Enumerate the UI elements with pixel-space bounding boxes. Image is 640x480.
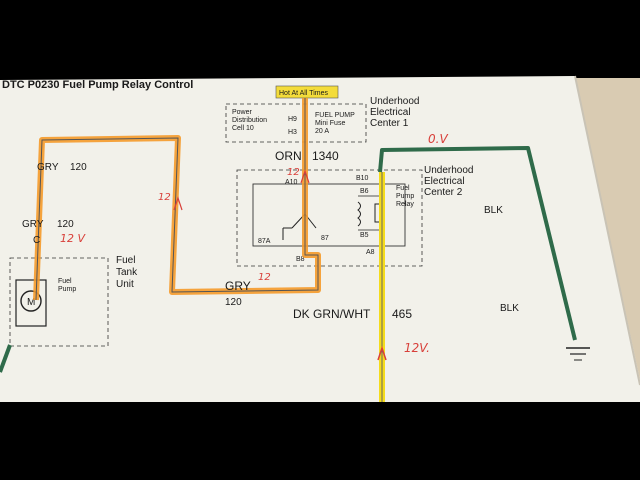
fuse-line3: 20 A xyxy=(315,128,329,135)
center2-line3: Center 2 xyxy=(424,187,463,198)
paper-edge xyxy=(574,75,640,386)
center2-box xyxy=(236,169,423,267)
wire-orn: ORN xyxy=(275,149,302,163)
note-12-c: 12 xyxy=(258,272,271,283)
note-12-a: 12 xyxy=(287,167,300,178)
wire-gry2-num: 120 xyxy=(57,219,74,230)
wire-gry3: GRY xyxy=(225,279,251,293)
tank-box xyxy=(9,257,109,347)
pin-b5: B5 xyxy=(360,232,369,239)
pdc-line3: Cell 10 xyxy=(232,125,254,132)
center1-line1: Underhood xyxy=(370,96,419,107)
tank-line3: Unit xyxy=(116,279,134,290)
wire-orn-num: 1340 xyxy=(312,149,339,163)
note-12v-e: 12V. xyxy=(404,341,430,355)
wire-gry1-num: 120 xyxy=(70,162,87,173)
pin-h9: H9 xyxy=(288,116,297,123)
tank-line1: Fuel xyxy=(116,255,135,266)
center1-line2: Electrical xyxy=(370,107,411,118)
note-12-b: 12 xyxy=(158,192,171,203)
wire-gry2: GRY xyxy=(22,219,44,230)
green-ground-wire xyxy=(378,146,577,341)
wire-blk2: BLK xyxy=(500,303,519,314)
page-title: DTC P0230 Fuel Pump Relay Control xyxy=(2,79,193,91)
pin-h3: H3 xyxy=(288,129,297,136)
wire-blk1: BLK xyxy=(484,205,503,216)
center1-box xyxy=(225,103,367,143)
wire-gry3-num: 120 xyxy=(225,297,242,308)
pump-line2: Pump xyxy=(58,286,76,293)
green-wire-left xyxy=(0,344,12,373)
pin-b10: B10 xyxy=(356,175,369,182)
relay-box xyxy=(252,183,406,247)
printed-power-wire xyxy=(35,98,319,301)
paper-sheet xyxy=(0,76,640,402)
pump-frame xyxy=(15,279,47,327)
relay-line3: Relay xyxy=(396,201,414,208)
arrow-up-icon xyxy=(377,345,387,361)
fuse-line2: Mini Fuse xyxy=(315,120,345,127)
wire-gry1: GRY xyxy=(37,162,59,173)
motor-circle xyxy=(20,290,42,312)
center2-line2: Electrical xyxy=(424,176,465,187)
pin-a8: A8 xyxy=(366,249,375,256)
wire-dkgrn-num: 465 xyxy=(392,307,412,321)
fuse-line1: FUEL PUMP xyxy=(315,112,355,119)
note-0v: 0.V xyxy=(428,132,448,146)
pin-87: 87 xyxy=(321,235,329,242)
motor-label: M xyxy=(27,297,35,308)
pin-a10: A10 xyxy=(285,179,298,186)
wire-dkgrn: DK GRN/WHT xyxy=(293,307,371,321)
relay-coil xyxy=(357,201,361,227)
note-12v-d: 12 V xyxy=(60,232,86,245)
pin-b8: B8 xyxy=(296,256,305,263)
pump-line1: Fuel xyxy=(58,278,72,285)
center2-line1: Underhood xyxy=(424,165,473,176)
tank-line2: Tank xyxy=(116,267,138,278)
arrow-up-icon-left xyxy=(173,196,183,211)
relay-line2: Pump xyxy=(396,193,414,200)
wire-connector-c: C xyxy=(33,235,40,246)
pin-b6: B6 xyxy=(360,188,369,195)
pdc-line1: Power xyxy=(232,109,253,116)
hot-badge: Hot At All Times xyxy=(279,90,329,97)
arrow-up-icon-relay xyxy=(300,169,310,184)
center1-line3: Center 1 xyxy=(370,118,409,129)
pin-87a: 87A xyxy=(258,238,271,245)
pdc-line2: Distribution xyxy=(232,117,267,124)
relay-line1: Fuel xyxy=(396,185,410,192)
